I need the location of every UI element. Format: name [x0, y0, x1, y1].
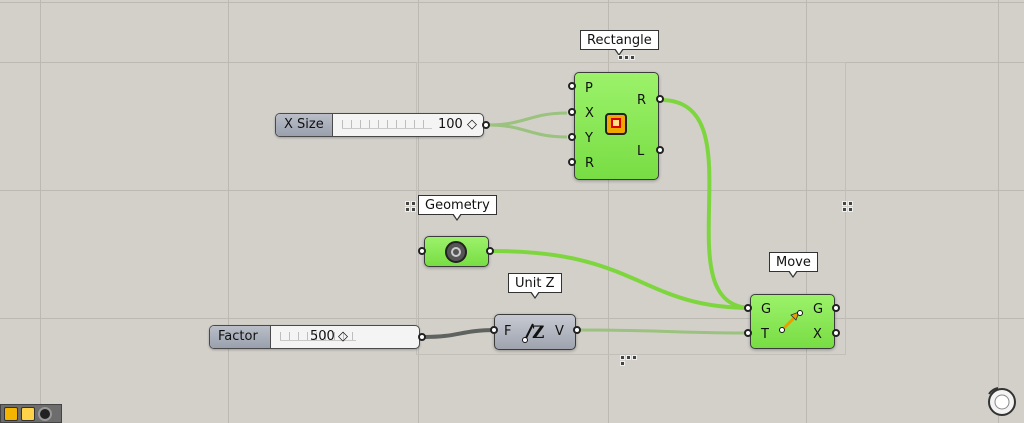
input-g[interactable]: G	[761, 302, 772, 317]
grip-f[interactable]	[490, 326, 498, 334]
unit-z-tag: Unit Z	[508, 273, 562, 299]
grip-r-out[interactable]	[656, 95, 664, 103]
input-r[interactable]: R	[585, 156, 595, 171]
geometry-tag: Geometry	[418, 195, 497, 221]
canvas-navigation-icon[interactable]	[986, 386, 1018, 418]
wire-xsize-to-y[interactable]	[487, 123, 568, 139]
grid-line	[806, 0, 807, 423]
slider-diamond: ◇	[467, 117, 477, 132]
geometry-param[interactable]	[424, 236, 489, 267]
tag-anchor-icon	[405, 201, 416, 212]
grip-x[interactable]	[568, 108, 576, 116]
wire-unitz-to-move[interactable]	[577, 328, 753, 335]
preview-icon[interactable]	[21, 406, 35, 421]
grip-geometry-in[interactable]	[418, 247, 426, 255]
canvas-toolbar	[0, 404, 62, 423]
input-p[interactable]: P	[585, 81, 593, 96]
grid-line	[608, 0, 609, 423]
rectangle-icon	[605, 113, 627, 135]
slider-diamond: ◇	[338, 329, 348, 344]
output-l[interactable]: L	[637, 144, 645, 159]
output-v[interactable]: V	[555, 324, 564, 339]
rectangle-tag: Rectangle	[580, 30, 659, 56]
grip-v[interactable]	[573, 326, 581, 334]
render-icon[interactable]	[38, 406, 52, 421]
slider-value[interactable]: 500	[310, 329, 335, 344]
grip-r-in[interactable]	[568, 158, 576, 166]
grid-line	[0, 2, 1024, 3]
rectangle-component[interactable]: P X Y R R L	[574, 72, 659, 180]
grid-line	[40, 0, 41, 423]
wire-rect-to-move[interactable]	[660, 98, 753, 310]
output-r[interactable]: R	[637, 93, 647, 108]
slider-label: Factor	[210, 326, 271, 348]
grip-g-out[interactable]	[832, 304, 840, 312]
grid-line	[998, 0, 999, 423]
input-t[interactable]: T	[761, 327, 769, 342]
slider-track[interactable]	[342, 120, 432, 129]
grip-g-in[interactable]	[744, 304, 752, 312]
wire-factor-to-unitz[interactable]	[423, 328, 498, 339]
output-g[interactable]: G	[813, 302, 824, 317]
tag-anchor-icon	[620, 355, 637, 366]
grip-x-out[interactable]	[832, 329, 840, 337]
x-size-slider[interactable]: X Size 100 ◇	[275, 113, 484, 137]
output-grip[interactable]	[418, 333, 426, 341]
geometry-param-icon	[445, 241, 467, 263]
grid-line	[228, 0, 229, 423]
grip-p[interactable]	[568, 82, 576, 90]
wire-display-icon[interactable]	[4, 406, 18, 421]
grid-line	[0, 190, 1024, 191]
input-f[interactable]: F	[504, 324, 512, 339]
wire-xsize-to-x[interactable]	[487, 111, 568, 127]
grip-y[interactable]	[568, 133, 576, 141]
wire-geometry-to-move[interactable]	[492, 249, 753, 310]
slider-label: X Size	[276, 114, 333, 136]
tag-anchor-icon	[618, 55, 635, 60]
tag-anchor-icon	[842, 201, 853, 212]
unit-z-glyph: Z	[532, 323, 545, 343]
slider-track[interactable]	[280, 332, 356, 341]
move-tag: Move	[769, 252, 818, 278]
output-grip[interactable]	[482, 121, 490, 129]
slider-value[interactable]: 100	[438, 117, 463, 132]
grip-l-out[interactable]	[656, 146, 664, 154]
output-x[interactable]: X	[813, 327, 822, 342]
move-component[interactable]: G T G X	[750, 294, 835, 349]
unit-z-vector-icon: Z	[521, 320, 545, 344]
factor-slider[interactable]: Factor 500 ◇	[209, 325, 420, 349]
move-arrow-icon	[777, 307, 805, 335]
unit-z-component[interactable]: F V Z	[494, 314, 576, 350]
grip-t-in[interactable]	[744, 329, 752, 337]
input-y[interactable]: Y	[585, 131, 593, 146]
grip-geometry-out[interactable]	[486, 247, 494, 255]
input-x[interactable]: X	[585, 106, 594, 121]
